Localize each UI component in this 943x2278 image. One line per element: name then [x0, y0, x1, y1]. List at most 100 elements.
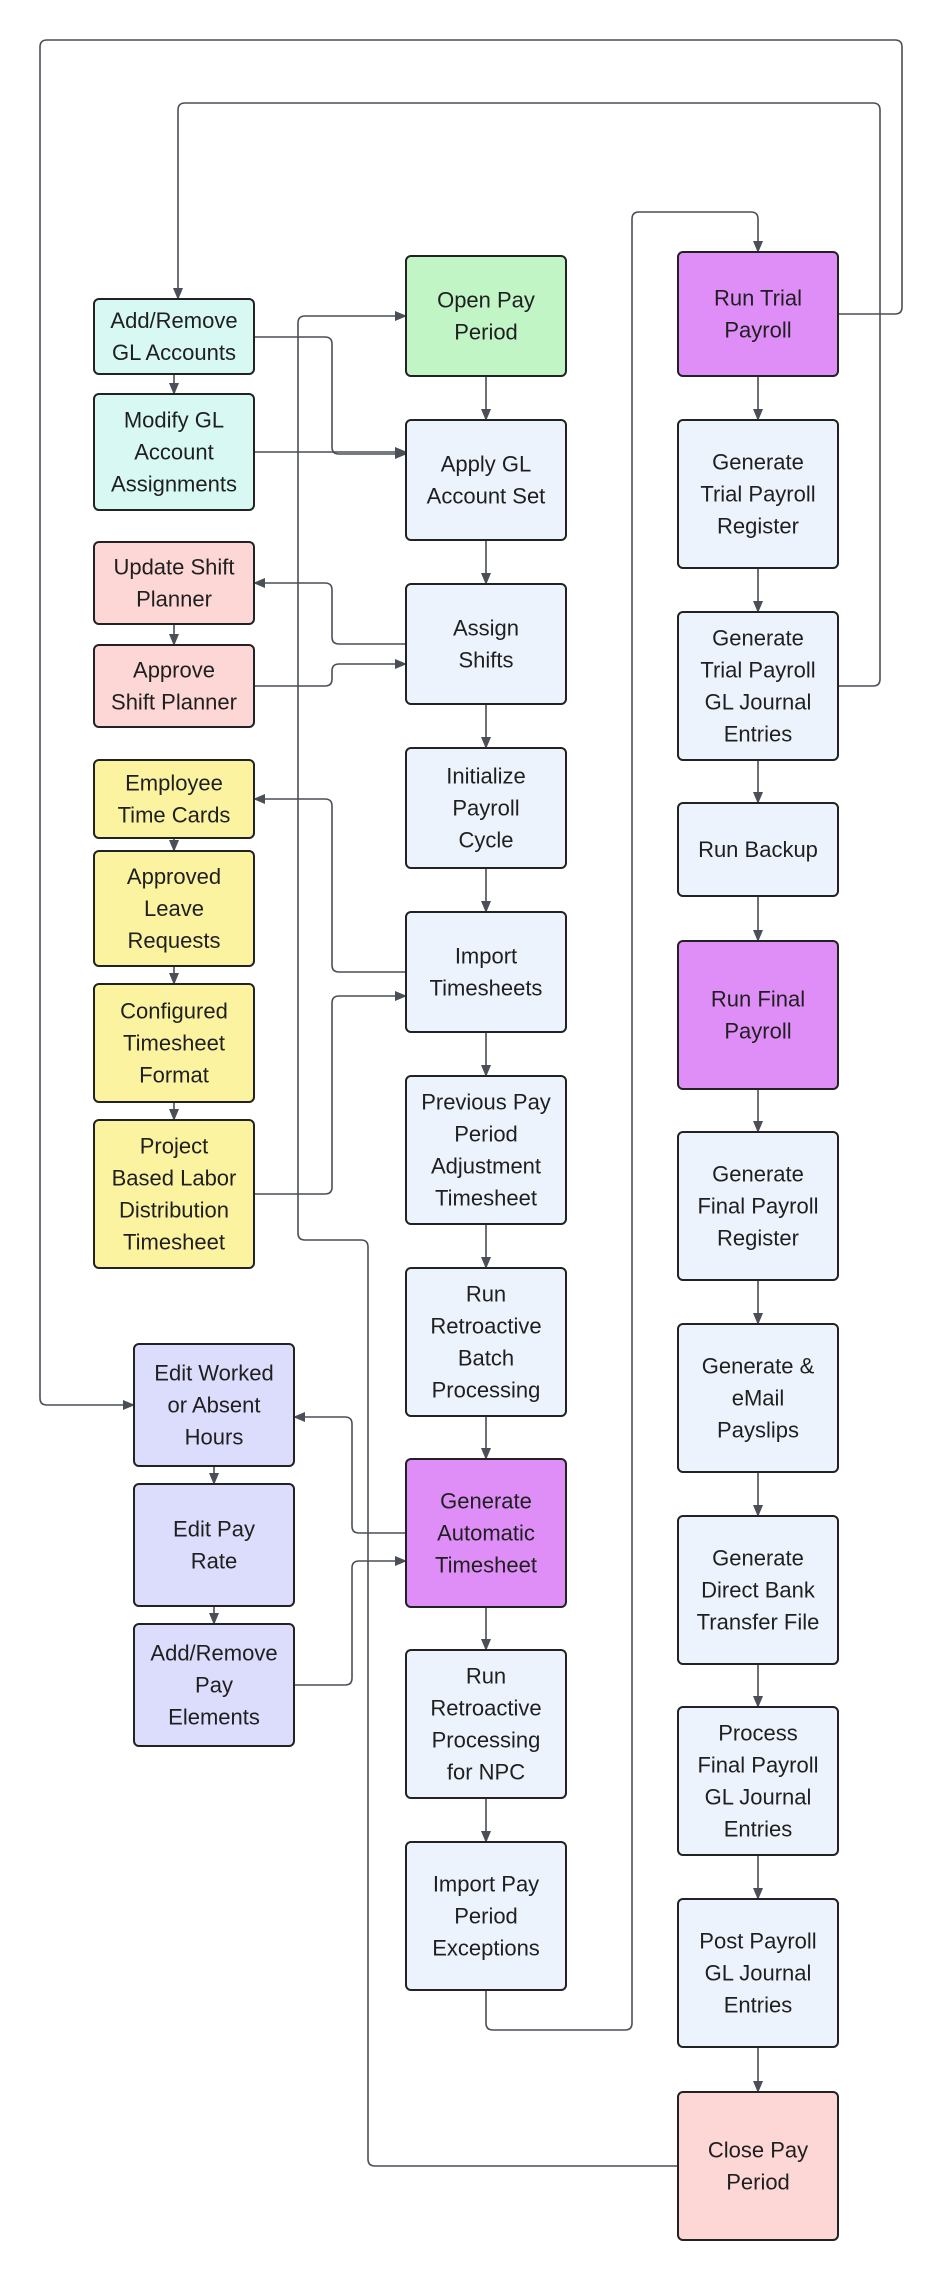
- node-box[interactable]: [677, 251, 839, 377]
- node-label-line: Timesheets: [430, 976, 543, 1001]
- node-label-line: Employee: [125, 771, 223, 796]
- node-label-line: Payroll: [724, 1019, 791, 1044]
- node-box[interactable]: [133, 1343, 295, 1467]
- node-label-line: Modify GL: [124, 408, 224, 433]
- node-box[interactable]: [405, 1841, 567, 1991]
- node-box[interactable]: [677, 419, 839, 569]
- node-label-line: Apply GL: [441, 452, 532, 477]
- node-box[interactable]: [133, 1623, 295, 1747]
- node-label-line: Run Trial: [714, 286, 802, 311]
- node-label-line: Edit Pay: [173, 1517, 255, 1542]
- node-label-line: Import Pay: [433, 1872, 539, 1897]
- node-box[interactable]: [93, 759, 255, 839]
- node-box[interactable]: [677, 1323, 839, 1473]
- node-label-line: Processing: [432, 1728, 541, 1753]
- node-label-line: Timesheet: [435, 1553, 537, 1578]
- node-label-line: Configured: [120, 999, 228, 1024]
- node-box[interactable]: [93, 850, 255, 967]
- node-box[interactable]: [677, 940, 839, 1090]
- node-label-line: Payroll: [724, 318, 791, 343]
- node-box[interactable]: [677, 1706, 839, 1856]
- node-label-line: Close Pay: [708, 2138, 808, 2163]
- node-label-line: Generate: [712, 1546, 804, 1571]
- node-label-line: eMail: [732, 1386, 785, 1411]
- node-box[interactable]: [133, 1483, 295, 1607]
- node-label-line: Generate: [440, 1489, 532, 1514]
- node-label-line: Assign: [453, 616, 519, 641]
- edge-run-trial-payroll-to-edit-worked-absent-hours: [39, 39, 903, 1410]
- node-box[interactable]: [405, 1267, 567, 1417]
- node-box[interactable]: [93, 1119, 255, 1269]
- node-box[interactable]: [677, 611, 839, 761]
- node-box[interactable]: [93, 983, 255, 1103]
- edge-assign-shifts-to-update-shift-planner: [253, 578, 406, 645]
- node-box[interactable]: [93, 298, 255, 375]
- node-run-backup[interactable]: Run Backup: [677, 802, 839, 897]
- node-box[interactable]: [405, 255, 567, 377]
- node-box[interactable]: [677, 1515, 839, 1665]
- node-label-line: Final Payroll: [697, 1194, 818, 1219]
- node-label-line: Approve: [133, 658, 215, 683]
- node-label-line: Generate: [712, 626, 804, 651]
- node-label-line: Batch: [458, 1346, 514, 1371]
- node-box[interactable]: [405, 911, 567, 1033]
- node-label-line: GL Journal: [705, 690, 812, 715]
- node-box[interactable]: [405, 747, 567, 869]
- edge-import-pay-period-exceptions-to-run-trial-payroll: [485, 211, 763, 2031]
- node-label-line: Trial Payroll: [700, 658, 815, 683]
- node-box[interactable]: [405, 1075, 567, 1225]
- edge-close-pay-period-to-open-pay-period: [297, 311, 678, 2167]
- node-label-line: Generate: [712, 450, 804, 475]
- node-label-line: Timesheet: [435, 1186, 537, 1211]
- node-box[interactable]: [677, 1131, 839, 1281]
- node-box[interactable]: [93, 644, 255, 728]
- node-label-line: Elements: [168, 1705, 260, 1730]
- node-label-line: Account: [134, 440, 214, 465]
- node-box[interactable]: [93, 541, 255, 625]
- node-label-line: Pay: [195, 1673, 233, 1698]
- node-box[interactable]: [405, 419, 567, 541]
- node-box[interactable]: [93, 393, 255, 511]
- node-box[interactable]: [677, 802, 839, 897]
- node-box[interactable]: [677, 2091, 839, 2241]
- node-label-line: Add/Remove: [110, 308, 237, 333]
- node-box[interactable]: [405, 1458, 567, 1608]
- node-label-line: Previous Pay: [421, 1090, 551, 1115]
- node-box[interactable]: [677, 1898, 839, 2048]
- node-label-line: Direct Bank: [701, 1578, 816, 1603]
- edge-project-based-labor-to-import-timesheets: [254, 991, 407, 1195]
- node-box[interactable]: [405, 583, 567, 705]
- node-box[interactable]: [405, 1649, 567, 1799]
